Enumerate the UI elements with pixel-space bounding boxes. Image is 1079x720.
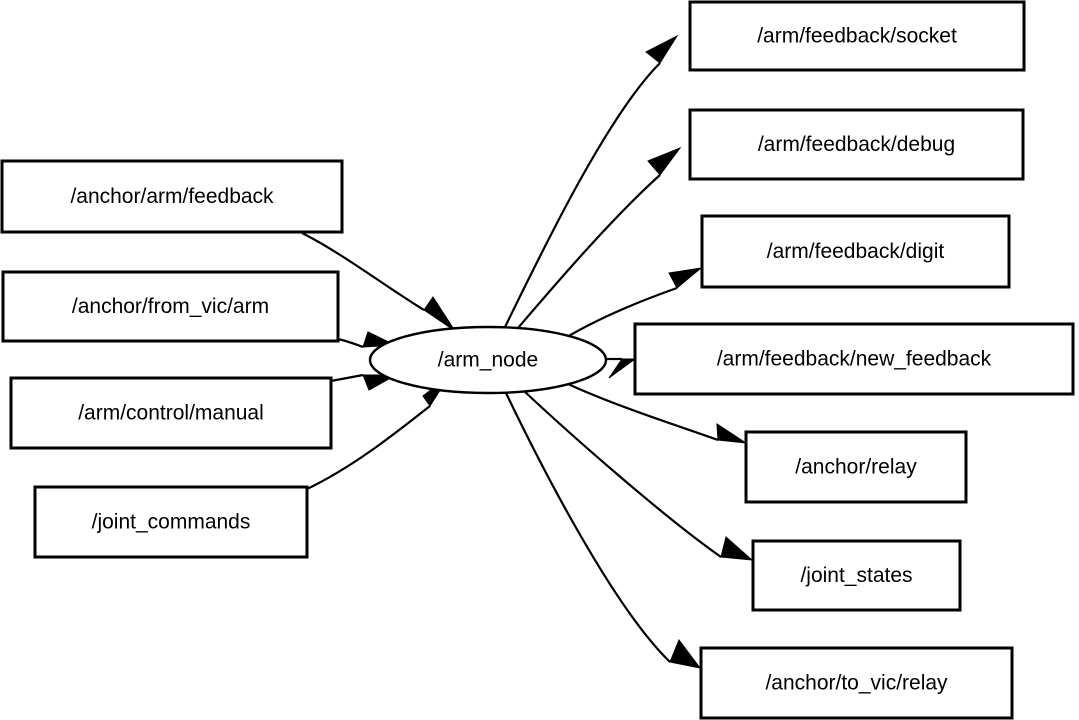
- node-rect[interactable]: [33, 485, 309, 559]
- node-rect[interactable]: [633, 322, 1075, 396]
- edge-arm-node-to-arm-feedback-digit: [561, 267, 703, 341]
- arrowhead-icon: [668, 267, 703, 289]
- edge-line: [330, 373, 364, 383]
- edge-line: [505, 392, 671, 663]
- edge-line: [517, 174, 661, 329]
- arrowhead-icon: [669, 638, 702, 669]
- node-rect[interactable]: [688, 0, 1026, 72]
- topic-node-arm-feedback-new-feedback[interactable]: /arm/feedback/new_feedback: [633, 322, 1075, 396]
- edge-line: [561, 286, 678, 341]
- node-label: /arm/feedback/debug: [758, 133, 955, 156]
- edge-arm-node-to-arm-feedback-socket: [504, 34, 679, 328]
- node-ellipse[interactable]: [368, 325, 608, 395]
- topic-node-arm-feedback-digit[interactable]: /arm/feedback/digit: [700, 214, 1011, 289]
- edge-arm-node-to-anchor-to-vic-relay: [505, 392, 702, 669]
- arrowhead-icon: [647, 146, 682, 176]
- node-rect[interactable]: [0, 159, 344, 234]
- edge-arm-node-to-arm-feedback-debug: [517, 146, 682, 329]
- arrowhead-icon: [608, 358, 637, 379]
- node-label: /arm/feedback/digit: [767, 240, 945, 263]
- node-label: /arm_node: [438, 349, 538, 372]
- edge-line: [301, 232, 425, 311]
- node-rect[interactable]: [1, 270, 340, 343]
- node-rect[interactable]: [700, 214, 1011, 289]
- node-label: /anchor/relay: [795, 456, 917, 479]
- topic-node-anchor-to-vic-relay[interactable]: /anchor/to_vic/relay: [699, 646, 1014, 720]
- node-rect[interactable]: [751, 539, 962, 612]
- topic-node-anchor-from-vic-arm[interactable]: /anchor/from_vic/arm: [1, 270, 340, 343]
- node-label: /anchor/to_vic/relay: [765, 672, 948, 695]
- edge-line: [504, 62, 661, 328]
- edge-line: [523, 390, 722, 558]
- node-label: /joint_commands: [92, 511, 251, 534]
- node-label: /joint_states: [800, 564, 912, 587]
- node-label: /arm/control/manual: [78, 402, 264, 425]
- arrowhead-icon: [720, 536, 754, 561]
- topic-node-arm-feedback-socket[interactable]: /arm/feedback/socket: [688, 0, 1026, 72]
- arrowhead-icon: [645, 34, 679, 64]
- edge-line: [567, 382, 719, 442]
- node-label: /anchor/arm/feedback: [70, 185, 274, 208]
- edge-line: [337, 337, 364, 349]
- topic-node-arm-feedback-debug[interactable]: /arm/feedback/debug: [688, 108, 1025, 181]
- arrowhead-icon: [716, 423, 747, 444]
- topic-node-anchor-arm-feedback[interactable]: /anchor/arm/feedback: [0, 159, 344, 234]
- topic-node-anchor-relay[interactable]: /anchor/relay: [744, 430, 968, 504]
- node-rect[interactable]: [699, 646, 1014, 720]
- topic-node-joint-states[interactable]: /joint_states: [751, 539, 962, 612]
- node-arm-node[interactable]: /arm_node: [368, 325, 608, 395]
- topic-node-joint-commands[interactable]: /joint_commands: [33, 485, 309, 559]
- topic-node-arm-control-manual[interactable]: /arm/control/manual: [9, 376, 333, 450]
- node-label: /anchor/from_vic/arm: [72, 295, 269, 318]
- node-rect[interactable]: [9, 376, 333, 450]
- edge-line: [306, 405, 431, 490]
- node-rect[interactable]: [744, 430, 968, 504]
- edge-arm-node-to-arm-feedback-new-feedback: [607, 357, 637, 379]
- edge-arm-node-to-joint-states: [523, 390, 754, 561]
- edge-anchor-arm-feedback-to-arm-node: [301, 232, 456, 332]
- node-label: /arm/feedback/socket: [757, 25, 957, 48]
- node-label: /arm/feedback/new_feedback: [717, 348, 992, 371]
- edge-arm-node-to-anchor-relay: [567, 382, 747, 444]
- node-rect[interactable]: [688, 108, 1025, 181]
- arrowhead-icon: [423, 296, 456, 332]
